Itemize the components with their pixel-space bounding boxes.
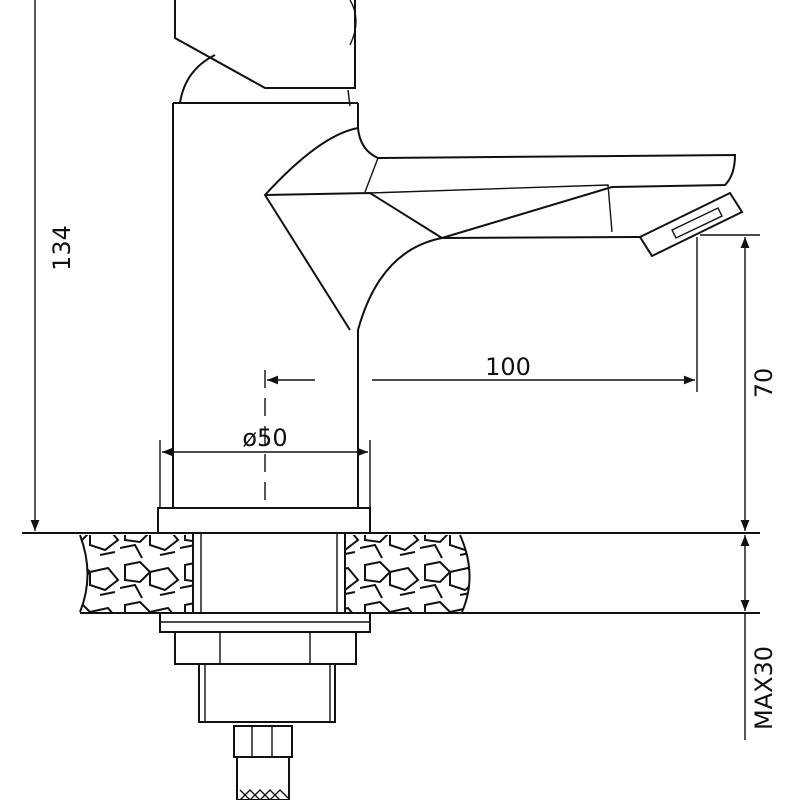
- dimension-label-max30: MAX30: [750, 646, 778, 730]
- faucet-spout: [263, 127, 744, 331]
- mounting-shank: [192, 532, 346, 614]
- fixing-nut: [159, 612, 371, 723]
- dimension-body-diameter: ø50: [159, 424, 371, 508]
- faucet-handle: [174, 0, 357, 107]
- base-plate: [157, 507, 371, 534]
- hose-fitting: [233, 725, 293, 800]
- faucet-body: [172, 102, 359, 508]
- dimension-total-height: 134: [30, 0, 76, 531]
- dimension-max-counter-thickness: MAX30: [740, 535, 778, 740]
- dimension-label-134: 134: [48, 225, 76, 271]
- dimension-label-diameter-50: ø50: [242, 424, 287, 452]
- dimension-spout-reach: 100: [264, 237, 698, 500]
- dimension-label-70: 70: [750, 368, 778, 399]
- dimension-label-100: 100: [485, 353, 531, 381]
- dimension-spout-height: 70: [700, 234, 778, 531]
- countertop: [22, 532, 760, 614]
